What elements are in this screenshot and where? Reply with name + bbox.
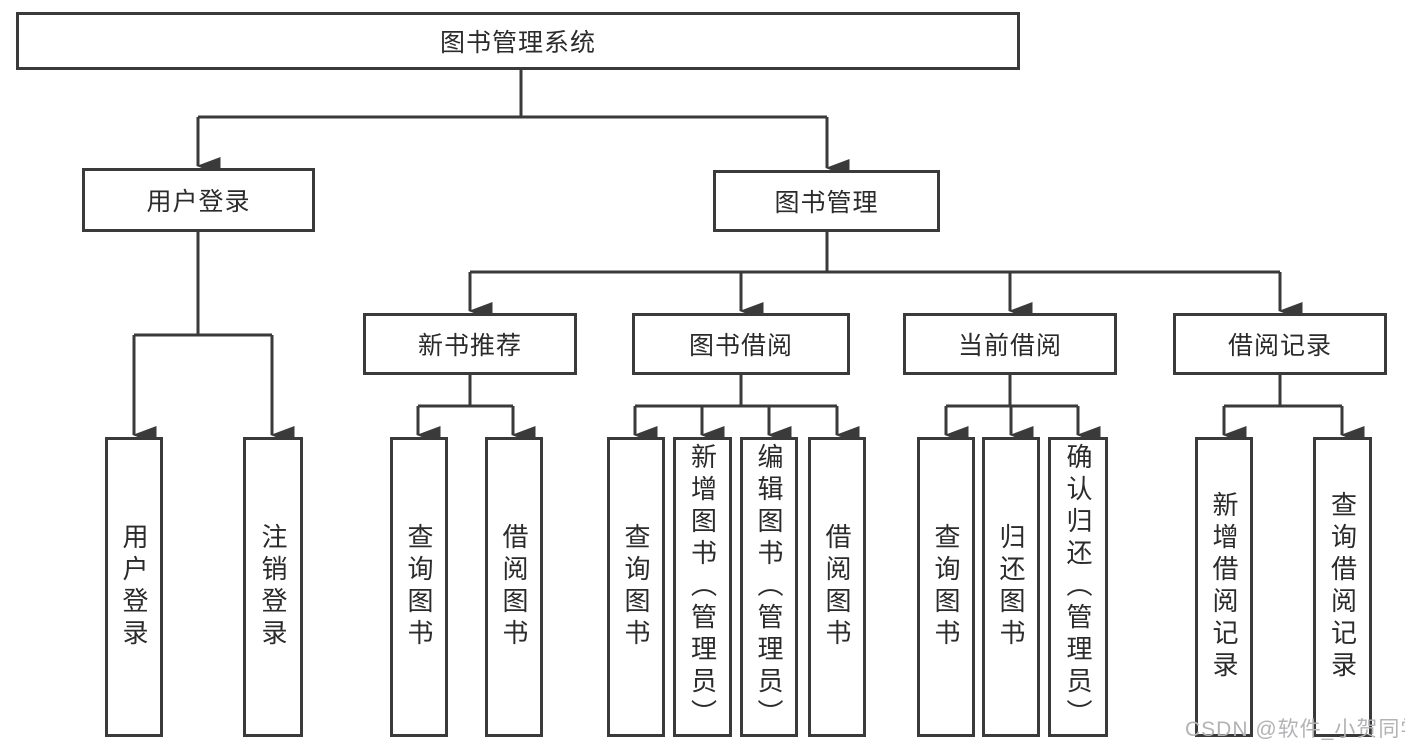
leaf-records-add-label: 新增借阅记录 — [1209, 491, 1239, 683]
leaf-borrow-add: 新增图书（管理员） — [673, 437, 732, 737]
leaf-user-login-label: 用户登录 — [119, 523, 149, 651]
leaf-borrow-query-label: 查询图书 — [621, 523, 651, 651]
edge-currentborrow-to-leaves — [944, 375, 1101, 444]
edge-newbook-to-leaves — [416, 375, 536, 444]
node-borrow-records-label: 借阅记录 — [1227, 332, 1332, 360]
leaf-borrow-edit-label: 编辑图书（管理员） — [754, 443, 784, 731]
leaf-logout: 注销登录 — [243, 437, 303, 737]
node-root: 图书管理系统 — [16, 12, 1020, 70]
leaf-borrow-borrow-label: 借阅图书 — [822, 523, 852, 651]
leaf-newbook-borrow: 借阅图书 — [485, 437, 543, 737]
node-new-book-rec-label: 新书推荐 — [417, 332, 522, 360]
edge-bookborrow-to-leaves — [633, 375, 860, 444]
leaf-records-add: 新增借阅记录 — [1195, 437, 1253, 737]
leaf-newbook-query: 查询图书 — [390, 437, 448, 737]
leaf-newbook-borrow-label: 借阅图书 — [499, 523, 529, 651]
leaf-newbook-query-label: 查询图书 — [404, 523, 434, 651]
leaf-logout-label: 注销登录 — [258, 523, 288, 651]
edge-userlogin-to-leaves — [132, 232, 295, 444]
node-borrow-records: 借阅记录 — [1173, 313, 1387, 375]
leaf-borrow-query: 查询图书 — [607, 437, 665, 737]
leaf-current-confirm-label: 确认归还（管理员） — [1063, 443, 1093, 731]
csdn-watermark: CSDN @软件_小贺同学 — [1185, 718, 1405, 741]
node-new-book-rec: 新书推荐 — [363, 313, 577, 375]
leaf-current-query: 查询图书 — [917, 437, 975, 737]
edge-borrowrecords-to-leaves — [1222, 375, 1365, 444]
edge-bookmgmt-to-level3 — [468, 232, 1303, 320]
node-user-login: 用户登录 — [82, 168, 315, 232]
node-current-borrow: 当前借阅 — [903, 313, 1117, 375]
node-book-mgmt: 图书管理 — [713, 170, 940, 232]
leaf-borrow-edit: 编辑图书（管理员） — [740, 437, 798, 737]
node-book-borrow-label: 图书借阅 — [688, 332, 793, 360]
node-book-mgmt-label: 图书管理 — [774, 189, 879, 217]
leaf-borrow-add-label: 新增图书（管理员） — [687, 443, 718, 731]
node-user-login-label: 用户登录 — [146, 188, 251, 216]
leaf-borrow-borrow: 借阅图书 — [808, 437, 866, 737]
leaf-current-confirm: 确认归还（管理员） — [1048, 437, 1108, 737]
leaf-current-query-label: 查询图书 — [931, 523, 961, 651]
node-current-borrow-label: 当前借阅 — [957, 332, 1062, 360]
leaf-current-return-label: 归还图书 — [996, 523, 1026, 651]
edge-root-to-level2 — [196, 70, 850, 177]
leaf-current-return: 归还图书 — [982, 437, 1040, 737]
leaf-records-query: 查询借阅记录 — [1313, 437, 1372, 737]
leaf-records-query-label: 查询借阅记录 — [1327, 491, 1358, 683]
node-book-borrow: 图书借阅 — [632, 313, 850, 375]
leaf-user-login: 用户登录 — [105, 437, 163, 737]
node-root-label: 图书管理系统 — [439, 29, 596, 57]
